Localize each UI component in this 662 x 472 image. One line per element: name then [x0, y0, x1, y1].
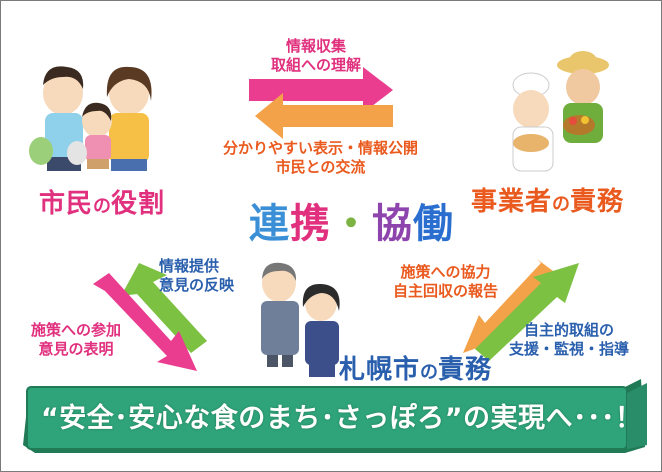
- citizen-role-title: 市民の役割: [39, 189, 166, 219]
- citizen-family-illustration: [29, 66, 152, 171]
- coop-char: 携: [290, 201, 331, 247]
- coop-char: 協: [372, 201, 413, 247]
- banner-text: “安全･安心な食のまち･さっぽろ”の実現へ･･･！: [41, 403, 643, 434]
- label-policy-participation: 施策への参加 意見の表明: [31, 321, 122, 358]
- arrow-city-to-citizen: [121, 263, 207, 353]
- cooperation-title: 連携・協働: [249, 191, 454, 249]
- city-officials-illustration: [261, 262, 340, 377]
- city-duty-title: 札幌市の責務: [339, 355, 493, 385]
- coop-char: 連: [249, 201, 290, 247]
- label-info-provision: 情報提供 意見の反映: [159, 257, 235, 294]
- arrow-city-to-business: [475, 263, 579, 361]
- arrow-business-to-citizen: [255, 93, 393, 139]
- business-duty-title: 事業者の責務: [471, 187, 625, 217]
- label-info-collection: 情報収集 取組への理解: [271, 37, 362, 74]
- coop-char: 働: [413, 201, 454, 247]
- business-people-illustration: [512, 51, 609, 172]
- arrow-business-to-city: [463, 259, 553, 353]
- arrow-citizen-to-city: [93, 273, 197, 371]
- label-voluntary-support: 自主的取組の 支援・監視・指導: [509, 321, 630, 358]
- label-clear-display-info-disclosure: 分かりやすい表示・情報公開 市民との交流: [223, 139, 419, 176]
- coop-char: ・: [331, 201, 372, 247]
- arrow-citizen-to-business: [249, 67, 393, 113]
- banner-ribbon: [23, 379, 647, 453]
- label-policy-cooperation: 施策への協力 自主回収の報告: [393, 263, 499, 300]
